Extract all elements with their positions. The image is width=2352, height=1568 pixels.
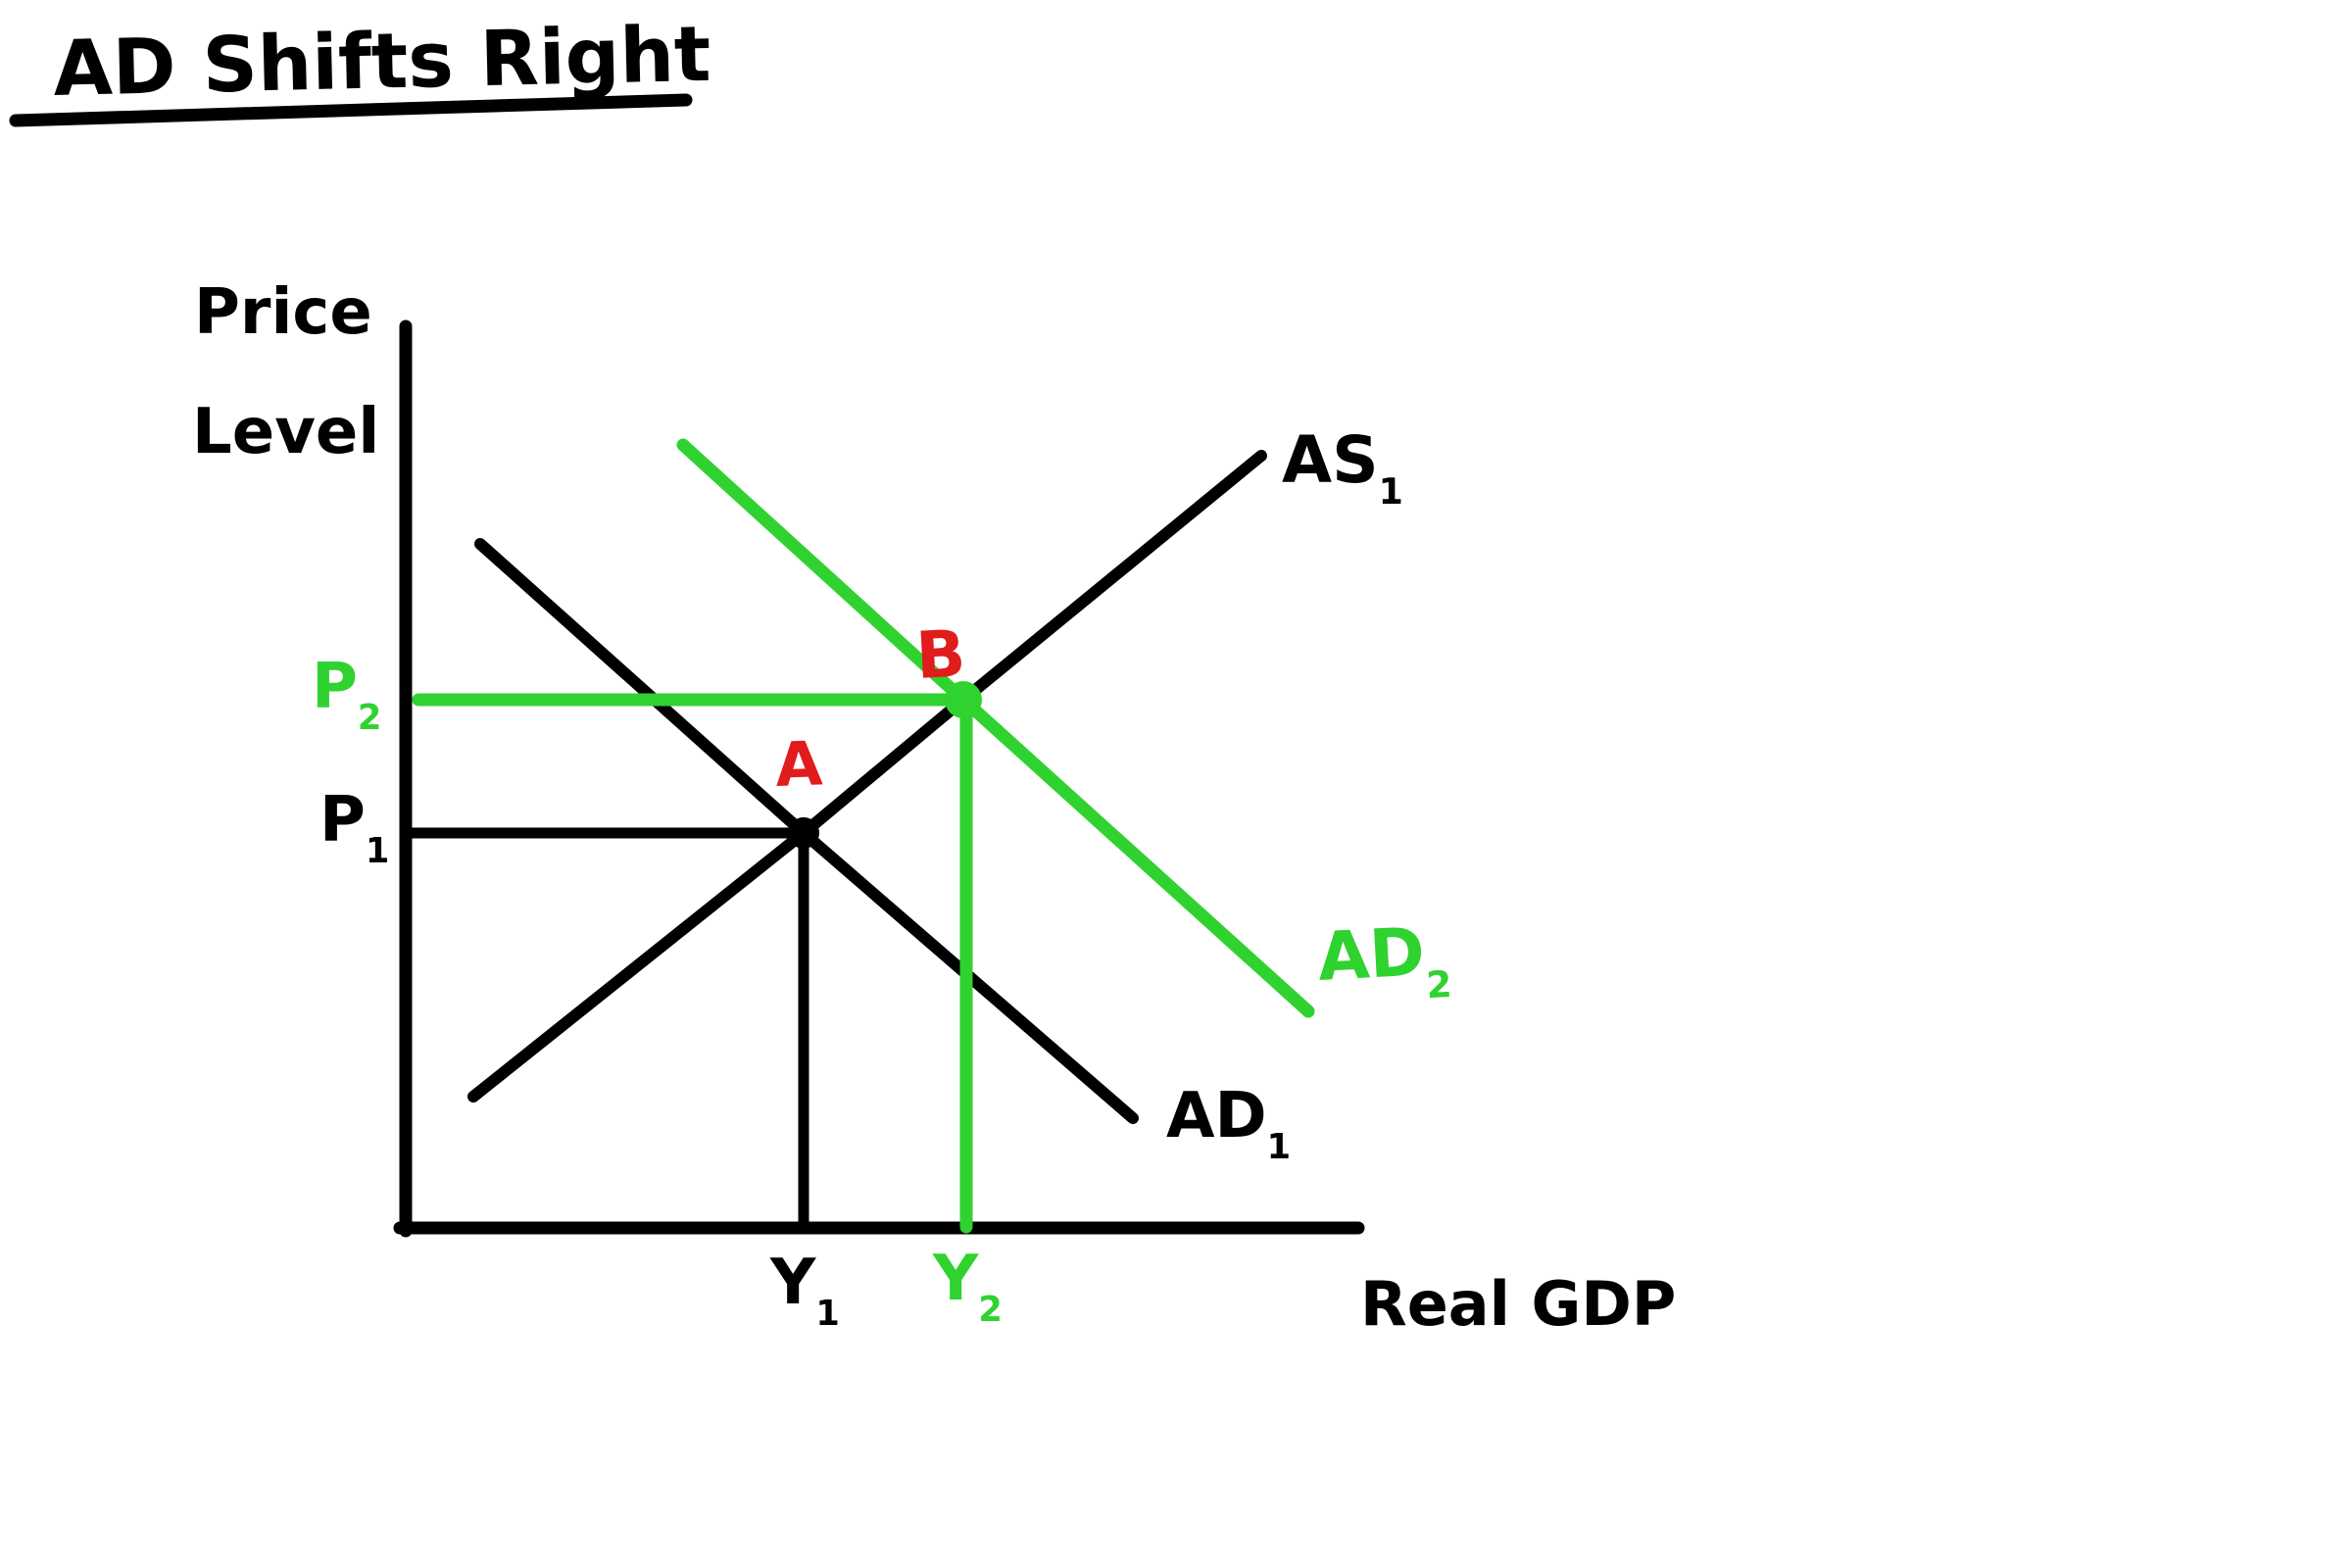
p2-label: P2 [312,651,381,738]
y2-label-base: Y [932,1243,979,1315]
y-axis-label-line1: Price [194,276,372,349]
as1-curve [467,450,1267,1102]
y1-label-sub: 1 [815,1294,839,1334]
y-axis-label-line2: Level [192,396,379,468]
point-a-dot [788,817,819,849]
point-b-dot [945,681,982,718]
as1-label-base: AS [1282,422,1379,498]
p2-label-base: P [312,651,358,723]
y2-label: Y2 [932,1243,1003,1330]
title-underline [9,93,693,127]
p1-label-base: P [319,784,366,857]
ad1-label: AD1 [1166,1080,1291,1167]
point-b-label: B [914,615,967,694]
as1-label: AS1 [1282,422,1403,513]
ad1-label-base: AD [1166,1080,1267,1152]
y2-label-sub: 2 [978,1290,1002,1330]
ad2-label-base: AD [1316,913,1427,997]
p2-label-sub: 2 [358,698,381,738]
ad2-label-sub: 2 [1425,962,1452,1006]
ad1-label-sub: 1 [1267,1127,1291,1167]
x-axis-label: Real GDP [1360,1268,1676,1340]
y1-label: Y1 [769,1247,840,1334]
p1-label-sub: 1 [366,831,389,871]
as1-label-sub: 1 [1379,470,1403,513]
y1-label-base: Y [769,1247,816,1319]
point-a-label: A [774,727,824,801]
ad2-label: AD2 [1316,912,1453,1012]
p1-label: P1 [319,784,389,871]
